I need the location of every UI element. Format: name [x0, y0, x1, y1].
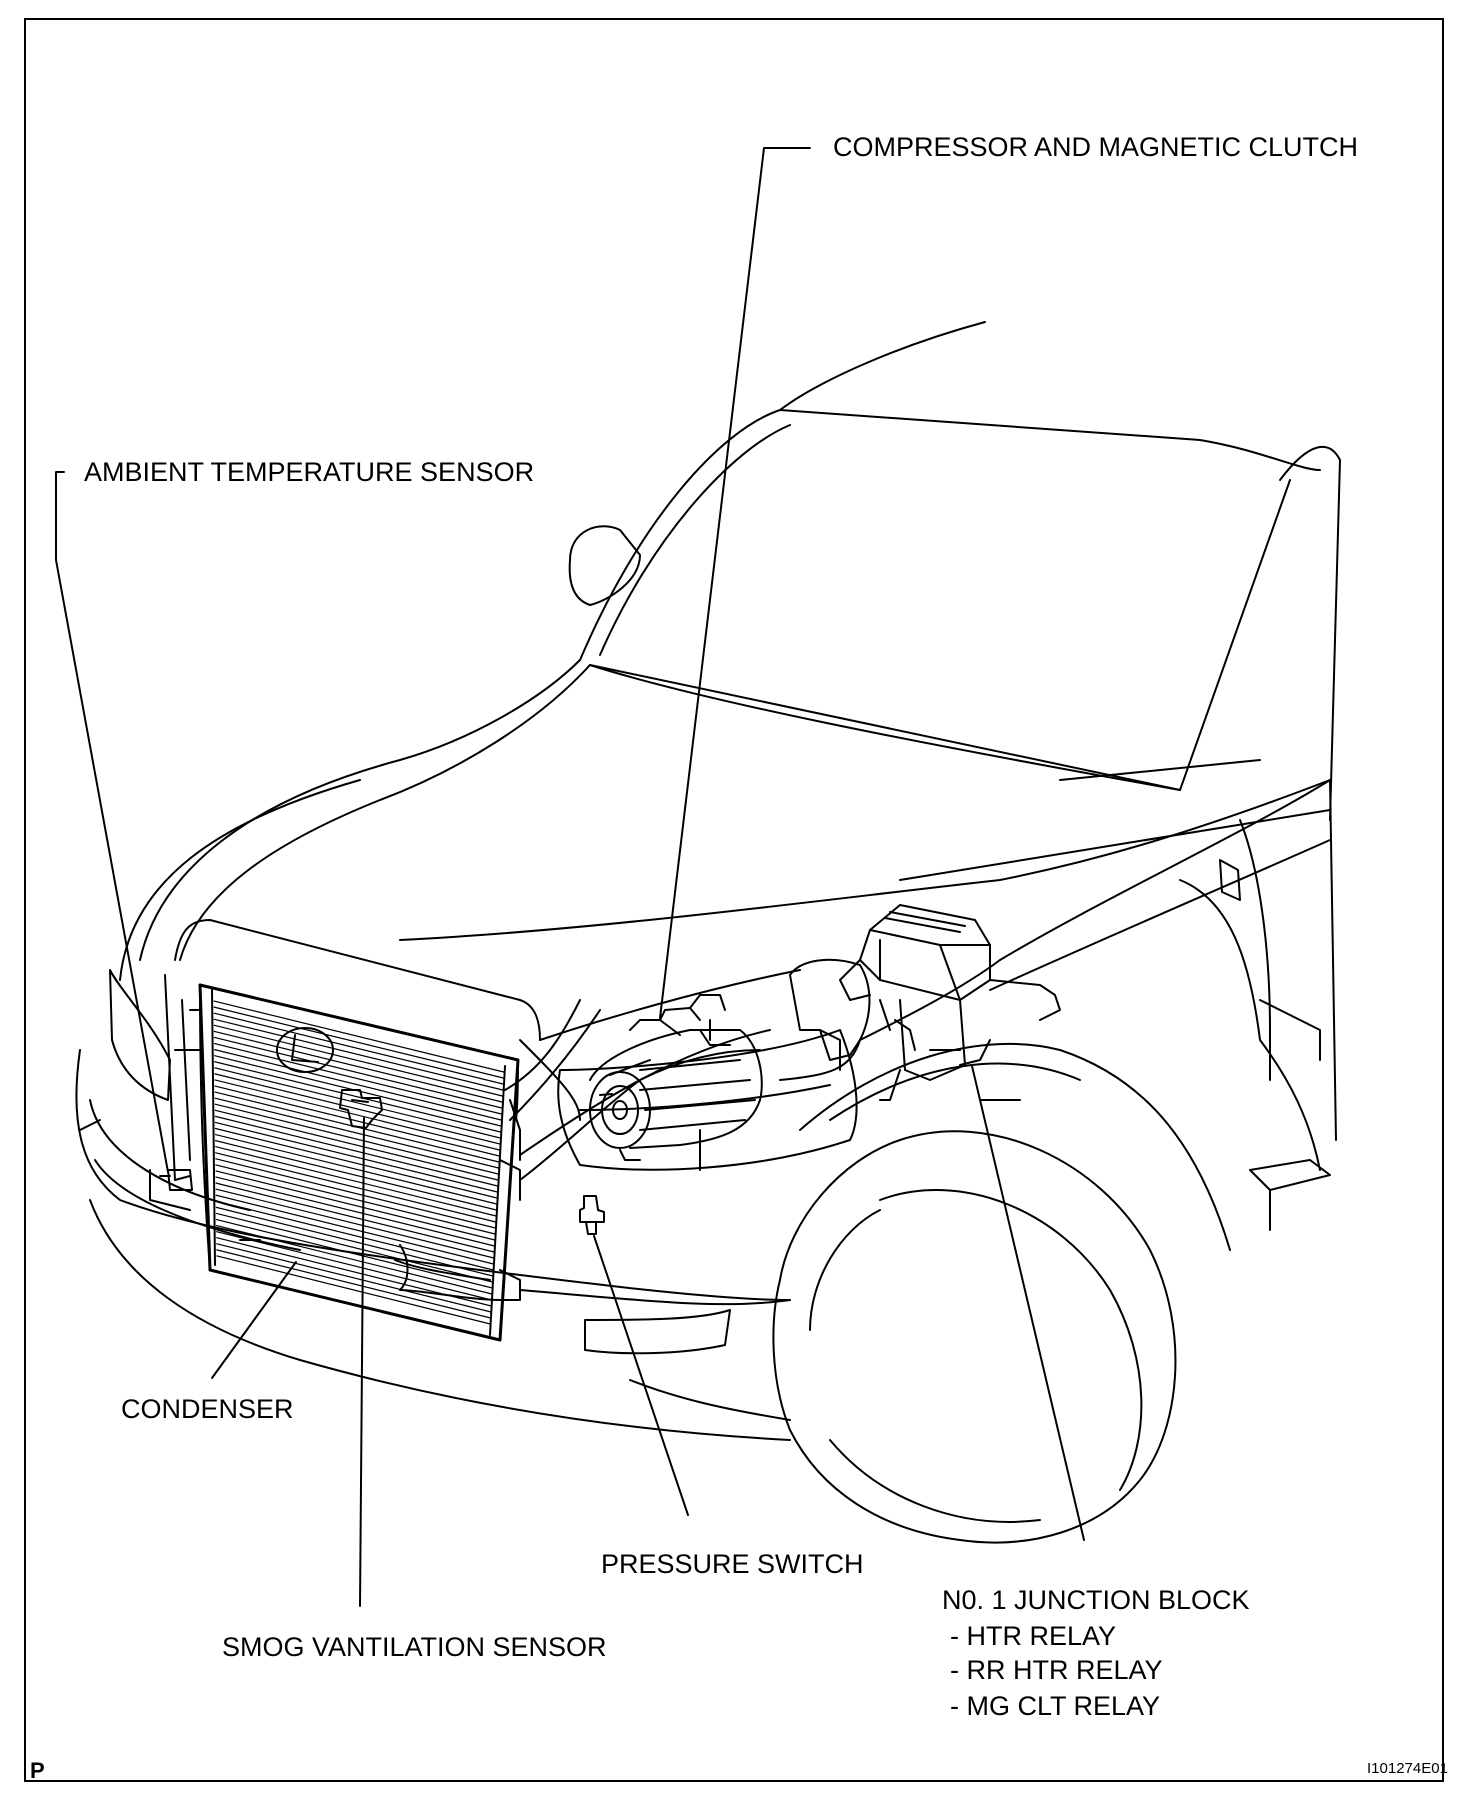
condenser-fin-line — [214, 1127, 498, 1199]
condenser-fin-line — [215, 1140, 497, 1211]
condenser-fin-line — [213, 1000, 505, 1073]
junction-item-mg-clt-relay: - MG CLT RELAY — [950, 1691, 1161, 1721]
compressor-leader-line — [659, 147, 811, 1019]
condenser-fin-line — [213, 1030, 503, 1103]
corner-mark: P — [30, 1758, 45, 1783]
condenser-fin-line — [215, 1176, 496, 1247]
junction-block-label: N0. 1 JUNCTION BLOCK — [942, 1585, 1250, 1615]
condenser-fin-line — [215, 1212, 494, 1283]
condenser-fin-line — [214, 1067, 501, 1139]
condenser-fin-line — [216, 1243, 492, 1313]
vehicle-body-outline — [75, 321, 1341, 1544]
condenser-label: CONDENSER — [121, 1394, 294, 1424]
condenser-fin-line — [215, 1170, 496, 1241]
compressor-label: COMPRESSOR AND MAGNETIC CLUTCH — [833, 132, 1359, 162]
condenser-fin-line — [214, 1097, 500, 1169]
condenser-fin-line — [214, 1121, 498, 1193]
front-emblem — [276, 1027, 334, 1073]
condenser-fin-line — [213, 1024, 504, 1097]
diagram-frame — [24, 18, 1444, 1782]
condenser-fin-line — [215, 1194, 495, 1265]
condenser-fin-line — [215, 1206, 494, 1277]
figure-id: I101274E01 — [1367, 1760, 1448, 1777]
condenser-fin-line — [213, 1012, 504, 1085]
condenser-leader-line — [211, 1261, 297, 1379]
junction-item-rr-htr-relay: - RR HTR RELAY — [950, 1655, 1163, 1685]
condenser-fin-line — [216, 1249, 492, 1319]
pressure-switch-leader-line — [593, 1235, 689, 1516]
pressure-switch-label: PRESSURE SWITCH — [601, 1549, 864, 1579]
condenser-fin-line — [214, 1079, 501, 1151]
ambient-temperature-sensor-part — [159, 1169, 193, 1191]
condenser-fin-line — [214, 1133, 498, 1205]
condenser-fin-line — [214, 1073, 501, 1145]
smog-sensor-leader-line — [359, 1117, 365, 1607]
compressor-part — [589, 994, 763, 1161]
condenser-fin-line — [215, 1218, 493, 1289]
condenser-fin-line — [213, 1036, 503, 1109]
leader-lines — [55, 147, 1085, 1607]
condenser-fin-line — [215, 1188, 495, 1259]
smog-ventilation-sensor-label: SMOG VANTILATION SENSOR — [222, 1632, 607, 1662]
ambient-sensor-leader-line — [55, 471, 169, 1173]
condenser-fin-line — [215, 1164, 496, 1235]
condenser-fin-line — [214, 1049, 502, 1121]
condenser-fin-line — [214, 1061, 502, 1133]
condenser-fin-line — [216, 1255, 491, 1325]
condenser-fin-line — [215, 1200, 494, 1271]
junction-block-part — [839, 904, 1061, 1101]
condenser-fin-line — [215, 1158, 497, 1229]
condenser-fin-line — [213, 1042, 503, 1115]
pressure-switch-part — [579, 1195, 605, 1235]
junction-block-leader-line — [971, 1065, 1085, 1541]
condenser-fin-line — [213, 1006, 504, 1079]
condenser-fin-line — [214, 1115, 499, 1187]
condenser-fin-line — [215, 1182, 495, 1253]
condenser-fin-line — [214, 1103, 499, 1175]
ambient-temperature-sensor-label: AMBIENT TEMPERATURE SENSOR — [84, 457, 535, 487]
condenser-fin-line — [215, 1224, 493, 1295]
condenser-piping — [174, 779, 1331, 1301]
condenser-fin-line — [214, 1085, 500, 1157]
condenser-fin-line — [216, 1231, 493, 1301]
condenser-core — [198, 983, 520, 1342]
condenser-fin-line — [214, 1109, 499, 1181]
condenser-fin-line — [215, 1152, 497, 1223]
junction-item-htr-relay: - HTR RELAY — [950, 1621, 1117, 1651]
condenser-fin-line — [215, 1146, 497, 1217]
smog-ventilation-sensor-part — [339, 1089, 383, 1129]
condenser-fin-line — [213, 1018, 504, 1091]
